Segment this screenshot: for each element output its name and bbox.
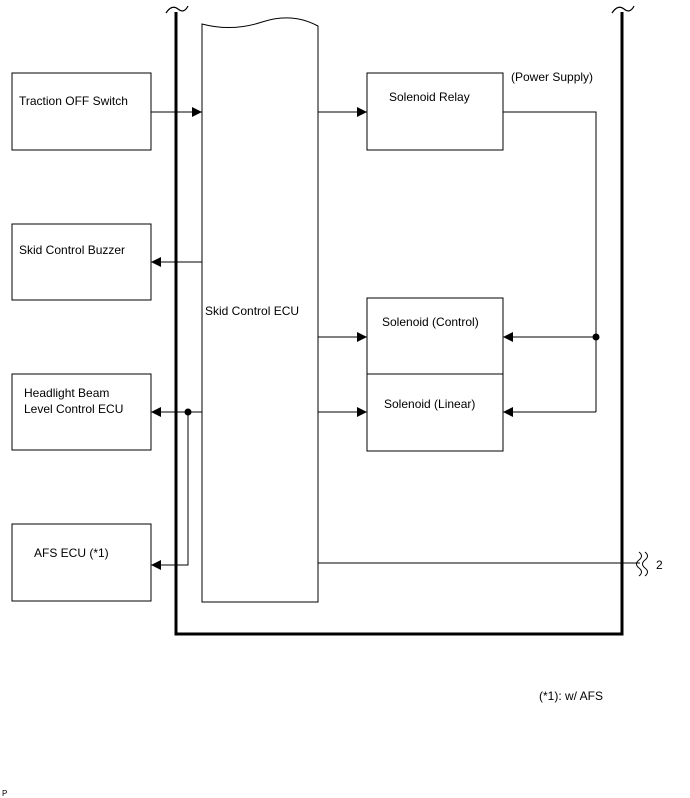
headlight-label-line1: Headlight Beam [24,386,109,400]
afs-ecu-block: AFS ECU (*1) [11,523,152,602]
power-supply-label: (Power Supply) [511,70,593,84]
skid-control-ecu-label: Skid Control ECU [205,304,299,318]
solenoid-control-block: Solenoid (Control) [366,297,504,375]
skid-control-ecu-block: Skid Control ECU [201,17,319,603]
solenoid-control-label: Solenoid (Control) [382,315,479,329]
skid-control-buzzer-label: Skid Control Buzzer [19,243,125,257]
headlight-beam-level-control-ecu-block: Headlight Beam Level Control ECU [11,373,152,451]
continuation-label: 2 [656,558,663,572]
skid-control-buzzer-block: Skid Control Buzzer [11,223,152,301]
continuation-break-mark [636,551,642,577]
junction-dot-headlight-afs [184,408,192,416]
solenoid-linear-label: Solenoid (Linear) [384,397,475,411]
afs-ecu-label: AFS ECU (*1) [34,546,109,560]
ecu-to-afs-arrow [151,412,189,570]
traction-off-switch-block: Traction OFF Switch [11,72,152,151]
connection-lines [151,107,648,577]
footnote: (*1): w/ AFS [539,689,603,703]
ecu-housing-frame [165,5,635,636]
traction-off-switch-label: Traction OFF Switch [19,94,128,108]
headlight-label-line2: Level Control ECU [24,402,123,416]
solenoid-relay-block: Solenoid Relay [366,72,504,151]
solenoid-relay-label: Solenoid Relay [389,90,470,104]
junction-dot-power-supply [592,333,600,341]
corner-mark: P [2,789,7,798]
solenoid-linear-block: Solenoid (Linear) [366,373,504,452]
relay-power-feed-line [503,111,597,412]
